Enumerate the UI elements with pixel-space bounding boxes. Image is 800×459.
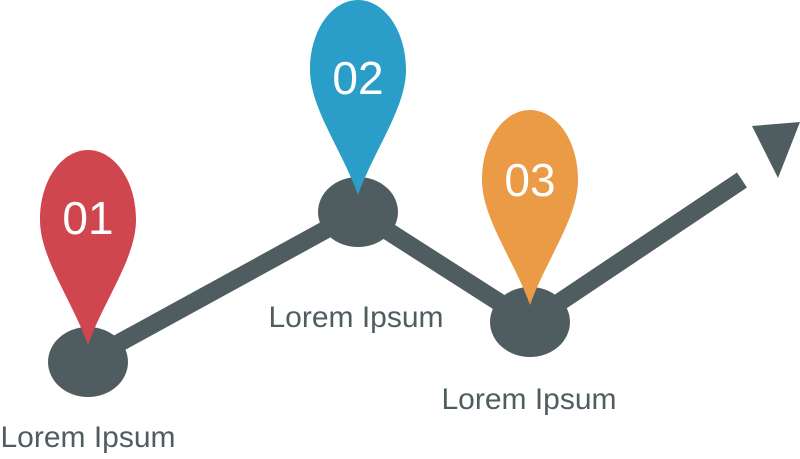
timeline-node-3 xyxy=(490,287,570,357)
step-2-pin: 02 xyxy=(310,0,406,195)
location-pin-icon xyxy=(482,110,578,305)
step-3-label: Lorem Ipsum xyxy=(441,383,616,416)
timeline-node-2 xyxy=(318,177,398,247)
timeline-node-1 xyxy=(48,327,128,397)
location-pin-icon xyxy=(310,0,406,195)
arrow-head-icon xyxy=(752,122,800,178)
location-pin-icon xyxy=(40,150,136,345)
step-3-number: 03 xyxy=(504,154,555,206)
step-2-label: Lorem Ipsum xyxy=(268,301,443,334)
step-1-number: 01 xyxy=(62,192,113,244)
step-1-label: Lorem Ipsum xyxy=(0,421,175,454)
timeline-path-line xyxy=(83,172,748,368)
step-1-pin: 01 xyxy=(40,150,136,345)
step-2-number: 02 xyxy=(332,52,383,104)
step-3-pin: 03 xyxy=(482,110,578,305)
